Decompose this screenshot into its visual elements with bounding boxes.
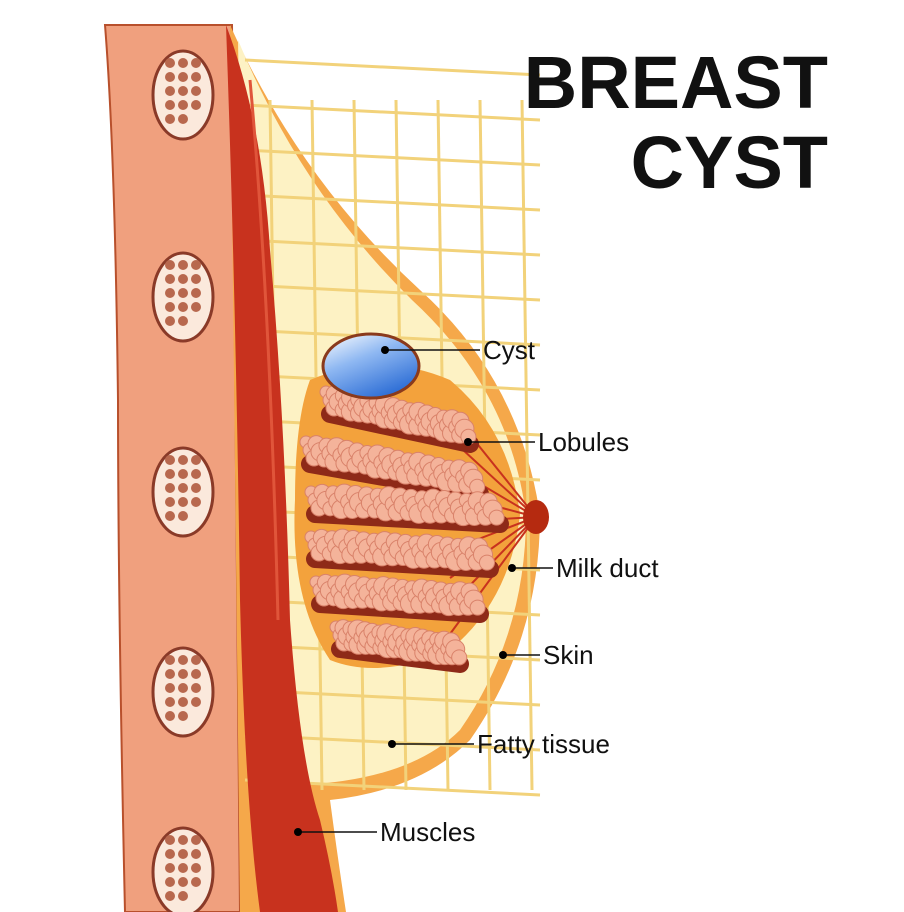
- rib-texture: [165, 114, 175, 124]
- rib-texture: [178, 497, 188, 507]
- rib-texture: [165, 849, 175, 859]
- fat-cell-line: [244, 193, 541, 212]
- rib-texture: [178, 863, 188, 873]
- label-lobules: Lobules: [538, 427, 629, 457]
- fat-cell-line: [244, 148, 541, 167]
- rib-texture: [191, 455, 201, 465]
- rib-texture: [165, 72, 175, 82]
- lobules: [299, 385, 509, 673]
- lobule-bead: [488, 509, 505, 526]
- rib-texture: [178, 483, 188, 493]
- lobule-bead: [478, 554, 496, 571]
- rib-texture: [178, 877, 188, 887]
- label-milk-duct: Milk duct: [556, 553, 659, 583]
- rib-texture: [191, 655, 201, 665]
- rib-texture: [191, 497, 201, 507]
- rib-texture: [178, 891, 188, 901]
- rib-texture: [165, 835, 175, 845]
- rib-texture: [191, 683, 201, 693]
- lobule-bead: [469, 599, 486, 616]
- rib-texture: [191, 86, 201, 96]
- rib-texture: [178, 114, 188, 124]
- pectoral-muscle: [226, 25, 338, 912]
- rib-texture: [191, 302, 201, 312]
- rib-texture: [165, 877, 175, 887]
- rib-texture: [165, 260, 175, 270]
- rib-texture: [165, 863, 175, 873]
- ribs: [151, 49, 215, 912]
- rib-texture: [165, 711, 175, 721]
- rib-texture: [191, 669, 201, 679]
- rib-texture: [165, 655, 175, 665]
- rib-texture: [178, 58, 188, 68]
- rib-texture: [165, 316, 175, 326]
- rib-texture: [178, 711, 188, 721]
- title-line1: BREAST: [524, 41, 828, 124]
- leader-lines: [294, 346, 553, 836]
- rib-texture: [178, 697, 188, 707]
- rib-texture: [178, 683, 188, 693]
- rib-texture: [165, 683, 175, 693]
- rib-texture: [178, 260, 188, 270]
- rib-texture: [191, 469, 201, 479]
- rib-texture: [178, 302, 188, 312]
- fat-cell-line: [520, 99, 534, 791]
- rib-texture: [191, 849, 201, 859]
- fat-cell-line: [244, 103, 541, 122]
- rib-texture: [165, 697, 175, 707]
- label-muscles: Muscles: [380, 817, 475, 847]
- rib-texture: [178, 849, 188, 859]
- label-fatty-tissue: Fatty tissue: [477, 729, 610, 759]
- rib-texture: [165, 511, 175, 521]
- rib-texture: [165, 669, 175, 679]
- rib-texture: [178, 72, 188, 82]
- rib-texture: [191, 260, 201, 270]
- fat-cell-line: [244, 283, 541, 302]
- rib-texture: [191, 72, 201, 82]
- rib-texture: [178, 100, 188, 110]
- rib-texture: [178, 511, 188, 521]
- rib-texture: [191, 58, 201, 68]
- rib-texture: [178, 86, 188, 96]
- rib-texture: [191, 274, 201, 284]
- lobule-bead: [451, 649, 468, 666]
- rib-texture: [191, 863, 201, 873]
- rib-texture: [178, 669, 188, 679]
- fat-cell-line: [244, 238, 541, 257]
- rib-texture: [191, 835, 201, 845]
- rib-texture: [178, 288, 188, 298]
- rib-texture: [165, 483, 175, 493]
- rib-texture: [191, 877, 201, 887]
- rib-texture: [178, 835, 188, 845]
- rib-texture: [165, 497, 175, 507]
- rib-texture: [165, 891, 175, 901]
- label-cyst: Cyst: [483, 335, 536, 365]
- rib-texture: [191, 100, 201, 110]
- rib-texture: [178, 274, 188, 284]
- rib-texture: [165, 86, 175, 96]
- rib-texture: [165, 455, 175, 465]
- cyst-shape: [321, 332, 421, 400]
- title-line2: CYST: [631, 121, 828, 204]
- rib-texture: [178, 455, 188, 465]
- rib-texture: [165, 274, 175, 284]
- rib-texture: [165, 469, 175, 479]
- rib-texture: [178, 655, 188, 665]
- rib-texture: [191, 697, 201, 707]
- label-skin: Skin: [543, 640, 594, 670]
- rib-texture: [165, 302, 175, 312]
- rib-texture: [191, 288, 201, 298]
- rib-texture: [165, 288, 175, 298]
- rib-texture: [178, 469, 188, 479]
- nipple: [523, 500, 549, 534]
- rib-texture: [191, 483, 201, 493]
- fat-cell-line: [244, 58, 541, 77]
- rib-texture: [165, 58, 175, 68]
- rib-texture: [165, 100, 175, 110]
- rib-texture: [178, 316, 188, 326]
